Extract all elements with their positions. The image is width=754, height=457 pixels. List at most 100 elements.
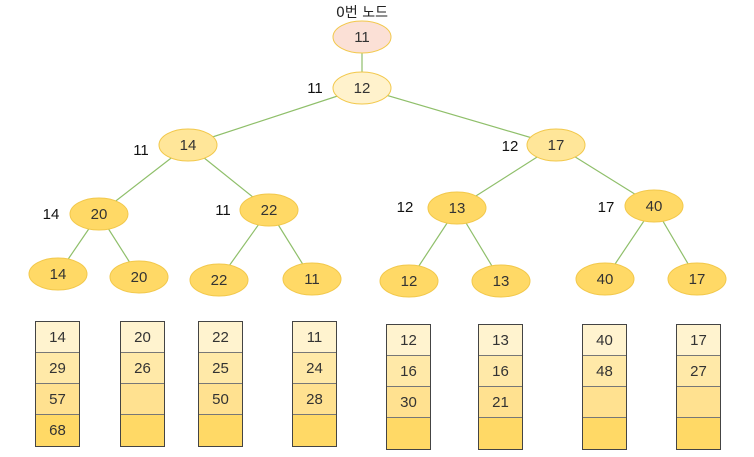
level3-node: 22 [239,193,299,227]
stack-cell: 17 [677,325,720,356]
leaf-node-value: 11 [304,271,320,288]
level2-node-shape [526,128,586,162]
level1-node-value: 12 [354,80,371,97]
stack-cell: 12 [387,325,430,356]
stack-cell: 16 [479,356,522,387]
tree-edge [187,87,363,146]
level3-node-side-label: 17 [598,199,615,216]
level3-node-shape [624,189,684,223]
level3-node-shape [427,191,487,225]
stack-cell [677,418,720,449]
leaf-node: 12 [379,264,439,298]
root-node-shape [332,20,392,54]
level3-node-value: 13 [449,200,466,217]
leaf-node-shape [282,262,342,296]
stack-cell: 13 [479,325,522,356]
level3-node: 13 [427,191,487,225]
leaf-node: 13 [471,264,531,298]
level3-node-value: 22 [261,202,278,219]
level2-node: 17 [526,128,586,162]
level1-node-shape [332,71,392,105]
level1-node-side-label: 11 [307,80,323,97]
leaf-node: 20 [109,260,169,294]
stack-cell: 22 [199,322,242,353]
leaf-node-value: 12 [401,273,418,290]
stack-cell: 48 [583,356,626,387]
level2-node-shape [158,128,218,162]
leaf-node-value: 20 [131,269,148,286]
level3-node-side-label: 12 [397,199,414,216]
stack-cell: 25 [199,353,242,384]
level3-node-shape [69,197,129,231]
stack-cell: 11 [293,322,336,353]
tree-nodes: 11 12 11 14 11 17 12 20 14 22 11 13 12 40 17 14 20 22 11 12… [28,20,727,298]
leaf-node-shape [575,262,635,296]
stack-cell [121,415,164,446]
leaf-node: 11 [282,262,342,296]
stack-cell: 57 [36,384,79,415]
leaf-node-value: 40 [597,271,614,288]
stack-cell: 29 [36,353,79,384]
level3-node: 40 [624,189,684,223]
stack-cell: 20 [121,322,164,353]
stack-cell [677,387,720,418]
level2-node-value: 17 [548,137,565,154]
stack-cell: 26 [121,353,164,384]
stack-cell: 16 [387,356,430,387]
level2-node-side-label: 12 [502,138,519,155]
stack-cell [479,418,522,449]
stack-cell: 24 [293,353,336,384]
level3-node: 20 [69,197,129,231]
stack-cell [583,387,626,418]
stack-cell [293,415,336,446]
stack-cell [121,384,164,415]
level3-node-side-label: 11 [215,202,231,219]
stack-cell: 21 [479,387,522,418]
stack-cell: 14 [36,322,79,353]
tree-edge [361,87,557,146]
leaf-node-shape [471,264,531,298]
stack-cell: 27 [677,356,720,387]
level3-node-side-label: 14 [43,206,60,223]
tree-title: 0번 노드 [336,5,388,21]
level3-node-value: 20 [91,206,108,223]
stack-cell: 50 [199,384,242,415]
tournament-tree: 11 12 11 14 11 17 12 20 14 22 11 13 12 40 17 14 20 22 11 12… [28,5,727,298]
leaf-node-shape [28,257,88,291]
leaf-node-value: 17 [689,271,706,288]
stack-cell [583,418,626,449]
leaf-node: 17 [667,262,727,296]
tree-edges [57,37,698,282]
leaf-node-value: 22 [211,272,228,289]
leaf-node: 40 [575,262,635,296]
leaf-node-shape [189,263,249,297]
level3-node-shape [239,193,299,227]
root-node: 11 [332,20,392,54]
leaf-node-shape [109,260,169,294]
level3-node-value: 40 [646,198,663,215]
stack-cell: 40 [583,325,626,356]
stack-cell [387,418,430,449]
stack-cell: 68 [36,415,79,446]
stack-cell: 28 [293,384,336,415]
leaf-node-value: 14 [50,266,67,283]
level2-node-side-label: 11 [133,142,149,159]
leaf-node-shape [667,262,727,296]
stack-cell: 30 [387,387,430,418]
level2-node-value: 14 [180,137,197,154]
level1-node: 12 [332,71,392,105]
leaf-node-value: 13 [493,273,510,290]
root-node-value: 11 [354,29,370,46]
level2-node: 14 [158,128,218,162]
leaf-node: 14 [28,257,88,291]
leaf-node-shape [379,264,439,298]
stack-cell [199,415,242,446]
